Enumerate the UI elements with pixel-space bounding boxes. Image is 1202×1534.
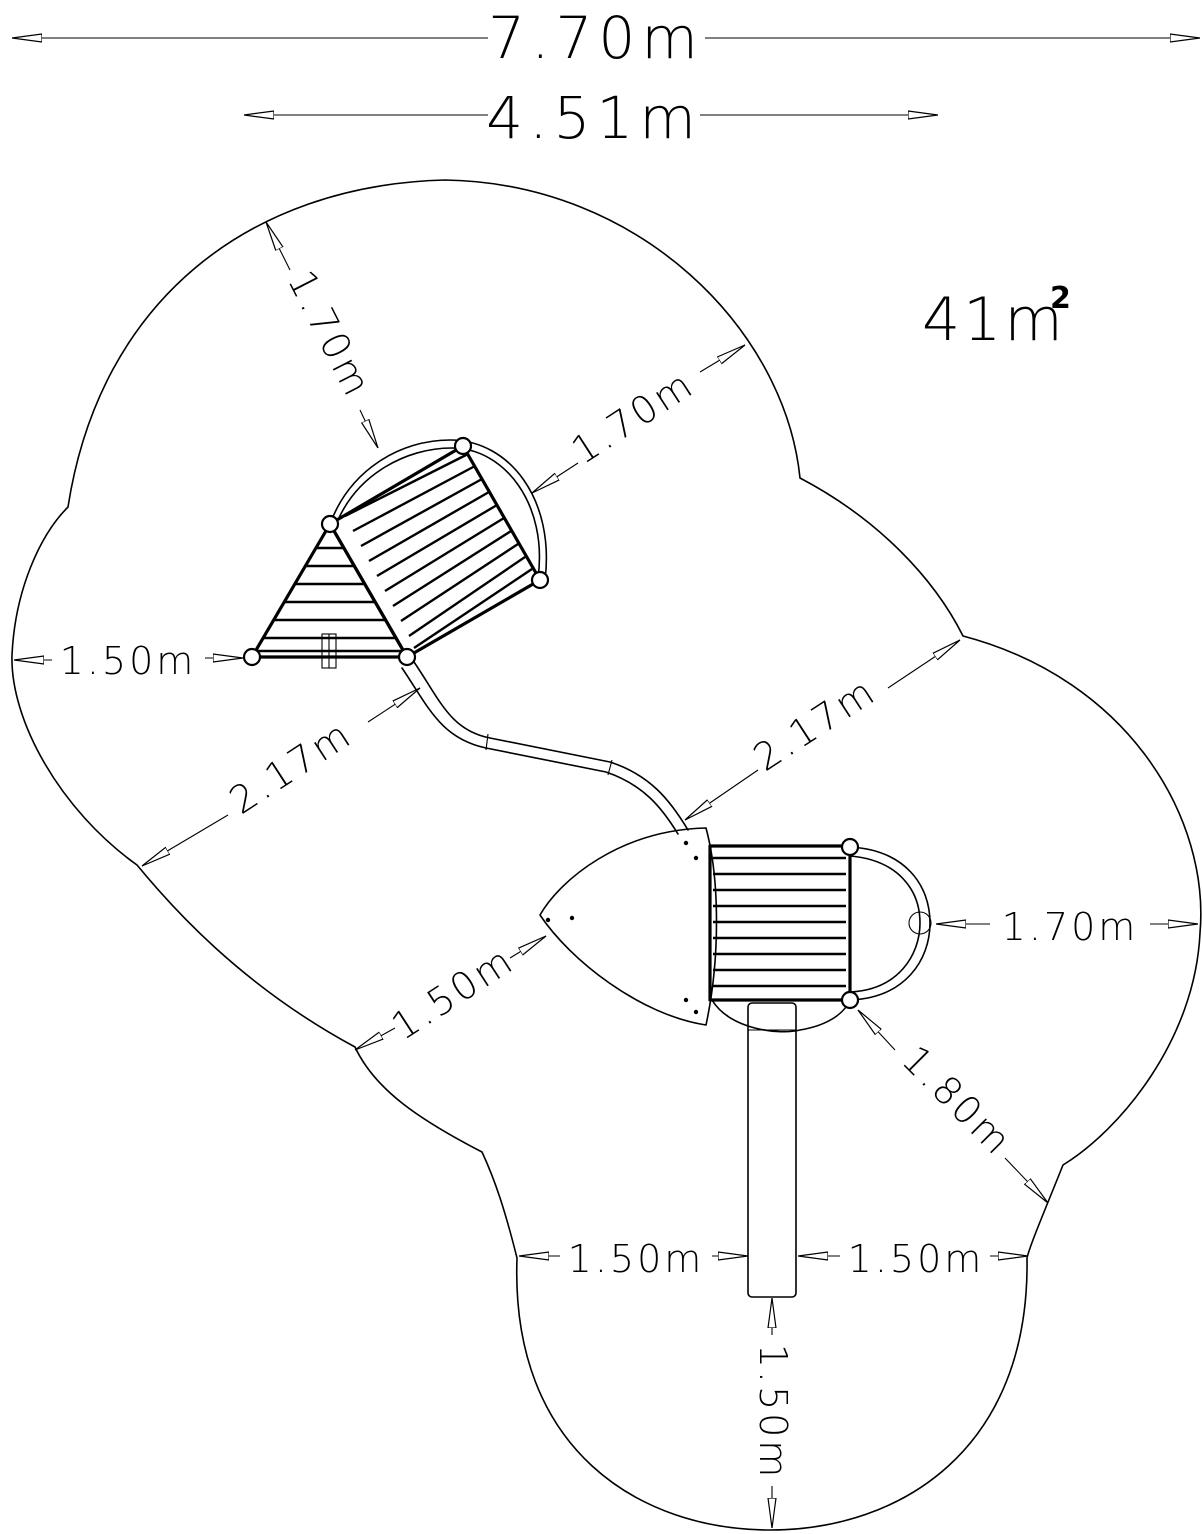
post-right xyxy=(530,570,550,590)
dimension-pole-right: 1.50m xyxy=(798,1237,1028,1281)
dimension-slide-right: 2.17m xyxy=(685,640,960,820)
lower-corner-label: 1.80m xyxy=(893,1037,1021,1165)
pole-bottom-label: 1.50m xyxy=(751,1344,795,1481)
post-top xyxy=(453,436,473,456)
post-bottom-right xyxy=(840,990,860,1010)
dimension-pole-left: 1.50m xyxy=(519,1237,748,1281)
lower-tower xyxy=(539,827,932,1298)
lower-deck-slats xyxy=(713,856,846,988)
upper-tower-side-label: 1.70m xyxy=(564,361,703,472)
upper-tower xyxy=(242,436,550,669)
upper-deck-slats xyxy=(344,452,533,649)
dimension-upper-tower-radius: 1.70m xyxy=(266,222,380,448)
area-unit-superscript: 2 xyxy=(1050,281,1071,316)
upper-left-label: 1.50m xyxy=(60,639,197,683)
post-left-upper xyxy=(320,514,340,534)
overall-width-label: 7.70m xyxy=(488,4,704,72)
pole-right-label: 1.50m xyxy=(848,1237,985,1281)
post-top-right xyxy=(840,837,860,857)
pole-left-label: 1.50m xyxy=(568,1237,705,1281)
dimension-structure-width: 4.51m xyxy=(244,84,938,152)
upper-tower-radius-label: 1.70m xyxy=(279,263,380,405)
post-ramp-end xyxy=(242,647,262,667)
post-bottom xyxy=(397,647,417,667)
dimension-overall-width: 7.70m xyxy=(12,4,1200,72)
slide-left-label: 2.17m xyxy=(222,711,361,822)
slide-right-label: 2.17m xyxy=(746,668,885,779)
safety-zone-outline xyxy=(11,179,1202,1531)
tube-slide xyxy=(401,661,689,835)
dimension-upper-tower-side: 1.70m xyxy=(532,345,745,493)
area-value: 41m xyxy=(922,285,1066,355)
dimension-lower-left: 1.50m xyxy=(355,936,546,1050)
upper-ramp-slats xyxy=(256,546,404,653)
pole-slide xyxy=(747,1002,797,1298)
dimension-slide-left: 2.17m xyxy=(142,688,420,866)
dimension-lower-corner: 1.80m xyxy=(858,1010,1048,1203)
structure-width-label: 4.51m xyxy=(486,84,702,152)
dimension-upper-left: 1.50m xyxy=(14,639,243,683)
area-label: 41m 2 xyxy=(922,281,1071,355)
dimension-lower-right: 1.70m xyxy=(936,905,1198,949)
dimension-pole-bottom: 1.50m xyxy=(751,1298,795,1528)
lower-left-label: 1.50m xyxy=(384,937,523,1048)
lower-right-label: 1.70m xyxy=(1002,905,1139,949)
